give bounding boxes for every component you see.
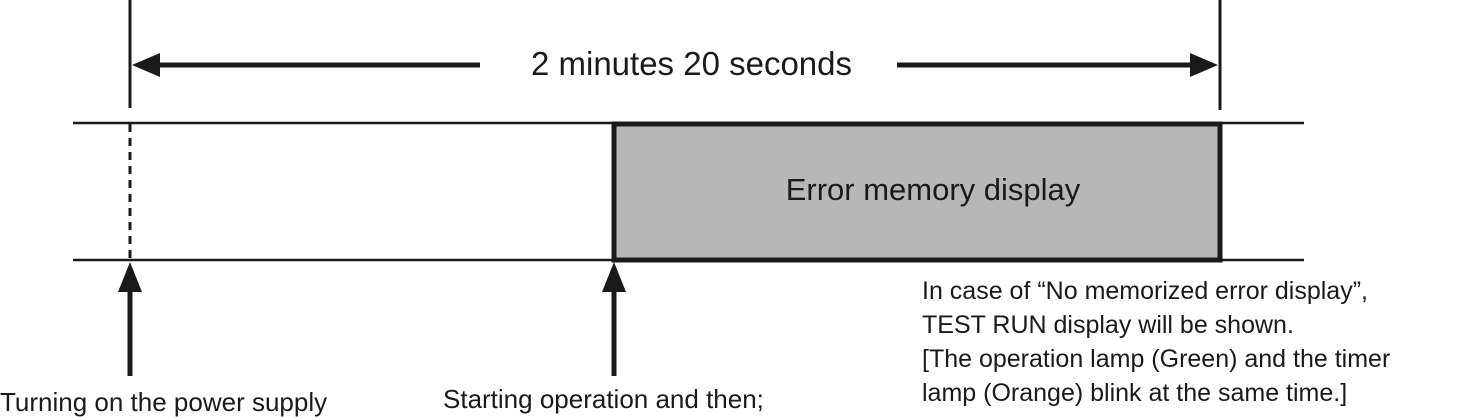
- error-memory-display-label: Error memory display: [785, 172, 1081, 207]
- no-error-note: In case of “No memorized error display”,…: [922, 274, 1390, 410]
- note-line: TEST RUN display will be shown.: [922, 311, 1294, 339]
- error-memory-display-block: [611, 121, 1223, 263]
- duration-label: 2 minutes 20 seconds: [530, 45, 853, 82]
- duration-arrow-right-head: [1190, 53, 1218, 77]
- note-line: In case of “No memorized error display”,: [922, 277, 1368, 305]
- power-on-label: Turning on the power supply: [0, 387, 328, 417]
- note-line: lamp (Orange) blink at the same time.]: [922, 379, 1348, 407]
- start-operation-label: Starting operation and then;: [443, 384, 764, 414]
- power-on-arrow-head: [118, 262, 142, 292]
- start-operation-arrow-head: [602, 262, 626, 292]
- duration-arrow-left-head: [132, 53, 160, 77]
- note-line: [The operation lamp (Green) and the time…: [922, 345, 1391, 373]
